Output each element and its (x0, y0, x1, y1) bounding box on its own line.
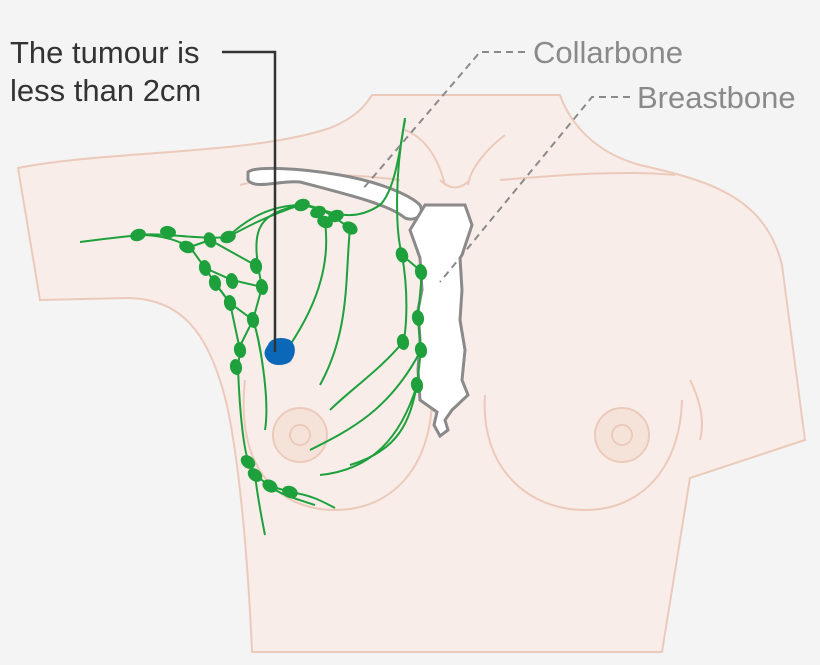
lymph-node-icon (208, 275, 222, 291)
tumour-label-line2: less than 2cm (10, 73, 201, 108)
lymph-node-icon (160, 225, 176, 239)
lymph-node-icon (342, 221, 358, 235)
lymph-node-icon (255, 279, 269, 295)
lymph-node-icon (179, 240, 195, 254)
lymph-node-icon (317, 215, 333, 229)
lymph-node-icon (396, 334, 410, 350)
lymph-vessel (319, 384, 418, 476)
breastbone-label: Breastbone (637, 80, 796, 115)
lymph-node-icon (282, 485, 298, 499)
right-nipple (594, 407, 650, 463)
lymph-node-icon (310, 205, 326, 219)
tumour-leader-line (222, 50, 277, 352)
torso (16, 94, 807, 653)
lymph-node-icon (328, 209, 344, 223)
neck-line (404, 129, 506, 189)
lymph-node-icon (249, 258, 263, 274)
right-breast (483, 394, 683, 512)
lymph-node-icon (247, 468, 263, 482)
lymph-vessel (319, 227, 351, 386)
collarbone-leader-line (361, 51, 525, 191)
lymph-nodes (130, 198, 428, 499)
lymph-node-icon (229, 359, 243, 375)
collarbone-label: Collarbone (533, 35, 683, 70)
left-nipple-inner (289, 424, 311, 446)
left-breast (242, 379, 433, 512)
lymph-vessel (289, 221, 328, 346)
lymph-node-icon (223, 295, 237, 311)
lymph-node-icon (233, 342, 247, 358)
lymph-node-icon (246, 312, 260, 328)
lymph-node-icon (411, 310, 425, 326)
lymph-node-icon (130, 228, 146, 242)
lymph-node-icon (220, 230, 236, 244)
lymph-vessel (349, 119, 424, 466)
lymph-node-icon (225, 273, 239, 289)
lymph-node-icon (395, 247, 409, 263)
lymph-node-icon (262, 479, 278, 493)
tumour-icon (264, 337, 295, 366)
lymph-node-icon (203, 232, 217, 248)
breastbone-leader-line (439, 96, 630, 283)
lymph-node-icon (294, 198, 310, 212)
lymph-node-icon (240, 455, 256, 469)
lymph-node-icon (414, 264, 428, 280)
lymph-node-icon (410, 377, 424, 393)
left-nipple (272, 407, 328, 463)
right-nipple-inner (611, 424, 633, 446)
tumour-label-line1: The tumour is (10, 35, 200, 70)
lymph-node-icon (414, 342, 428, 358)
lymph-node-icon (198, 260, 212, 276)
lymph-vessel (309, 349, 422, 451)
